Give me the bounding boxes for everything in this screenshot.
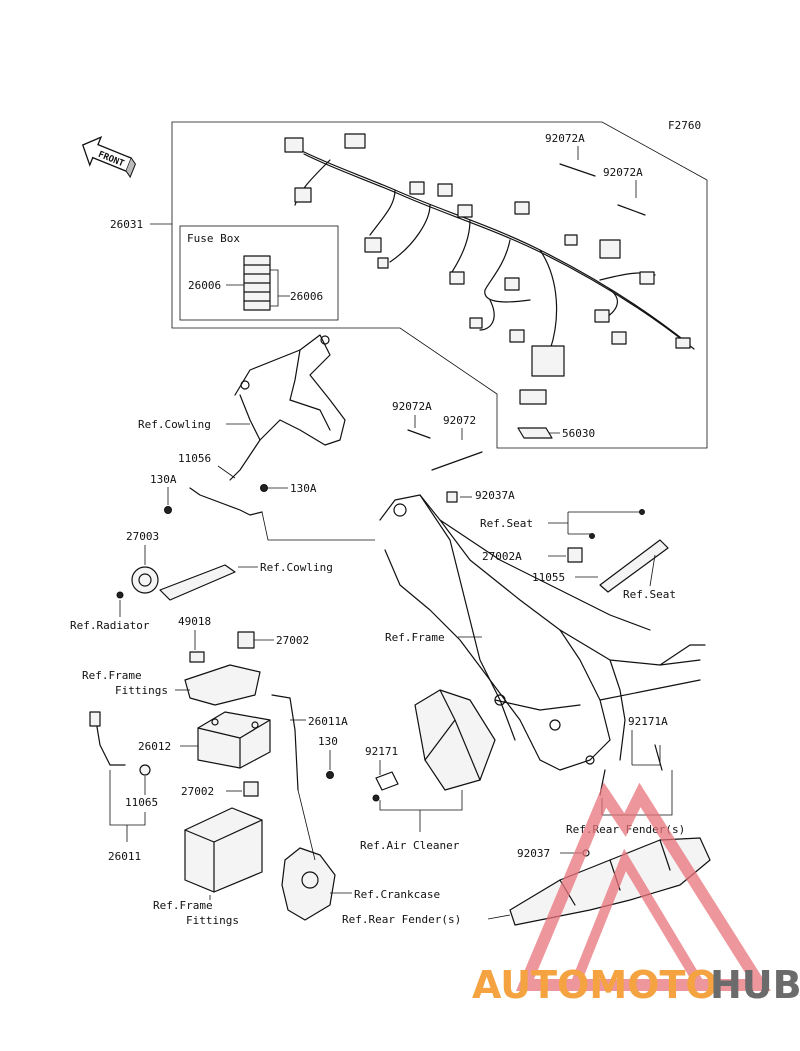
label-92171: 92171 [365, 745, 398, 758]
label-27002-bottom: 27002 [181, 785, 214, 798]
watermark-logo: AUTOMOTO HUB [472, 782, 800, 1007]
label-ref-seat-1: Ref.Seat [480, 517, 533, 530]
label-92072a-2: 92072A [603, 166, 643, 179]
label-26012: 26012 [138, 740, 171, 753]
crankcase [281, 847, 336, 921]
label-ref-cowling-1: Ref.Cowling [138, 418, 211, 431]
label-27003: 27003 [126, 530, 159, 543]
label-ref-frame-fittings-1b: Fittings [115, 684, 168, 697]
label-92037a: 92037A [475, 489, 515, 502]
watermark-triangle-icon [515, 782, 771, 991]
relay-27002-top [237, 631, 255, 649]
cowling-stay [229, 334, 346, 481]
label-ref-crankcase: Ref.Crankcase [354, 888, 440, 901]
label-26006-right: 26006 [290, 290, 323, 303]
battery-icon [197, 711, 271, 769]
label-130a-left: 130A [150, 473, 177, 486]
label-ref-frame-fittings-2a: Ref.Frame [153, 899, 213, 912]
bracket-11056 [189, 487, 263, 516]
harness-enclosure [171, 121, 708, 449]
label-56030: 56030 [562, 427, 595, 440]
label-92171a: 92171A [628, 715, 668, 728]
label-26011a: 26011A [308, 715, 348, 728]
cable-26011 [94, 714, 126, 766]
bolt-130 [326, 771, 334, 779]
watermark-hub: HUB [710, 963, 800, 1007]
label-11055: 11055 [532, 571, 565, 584]
wiring-harness [284, 133, 695, 405]
label-27002a: 27002A [482, 550, 522, 563]
label-26011: 26011 [108, 850, 141, 863]
bolt-130a-left [164, 506, 172, 514]
label-92072: 92072 [443, 414, 476, 427]
label-92037: 92037 [517, 847, 550, 860]
label-130: 130 [318, 735, 338, 748]
label-92072a-1: 92072A [545, 132, 585, 145]
cap-11065 [139, 764, 151, 776]
battery-case [184, 807, 263, 893]
label-92072a-3: 92072A [392, 400, 432, 413]
air-cleaner [414, 689, 496, 791]
label-ref-air-cleaner: Ref.Air Cleaner [360, 839, 460, 852]
bolt-130a-right [260, 484, 268, 492]
fuse-box-frame [179, 225, 339, 321]
cable-26011a [271, 694, 299, 791]
label-49018: 49018 [178, 615, 211, 628]
label-26006-left: 26006 [188, 279, 221, 292]
label-ref-cowling-2: Ref.Cowling [260, 561, 333, 574]
label-27002-top: 27002 [276, 634, 309, 647]
watermark-auto: AUTOMOTO [472, 963, 718, 1007]
figure-code: F2760 [668, 119, 701, 132]
label-130a-right: 130A [290, 482, 317, 495]
battery-bracket [184, 664, 261, 706]
label-ref-frame: Ref.Frame [385, 631, 445, 644]
seat-bracket [599, 539, 669, 593]
label-ref-radiator: Ref.Radiator [70, 619, 150, 632]
label-11065: 11065 [125, 796, 158, 809]
label-ref-seat-2: Ref.Seat [623, 588, 676, 601]
label-ref-frame-fittings-2b: Fittings [186, 914, 239, 927]
fuse-box-icon [243, 255, 271, 311]
label-26031: 26031 [110, 218, 143, 231]
relay-27002-bottom [243, 781, 259, 797]
label-ref-frame-fittings-1a: Ref.Frame [82, 669, 142, 682]
motorcycle-frame [379, 491, 706, 771]
horn-icon [131, 564, 236, 601]
label-11056: 11056 [178, 452, 211, 465]
label-ref-rear-fender-2: Ref.Rear Fender(s) [342, 913, 461, 926]
fuse-box-label: Fuse Box [187, 232, 240, 245]
front-arrow-icon: FRONT [81, 136, 136, 179]
